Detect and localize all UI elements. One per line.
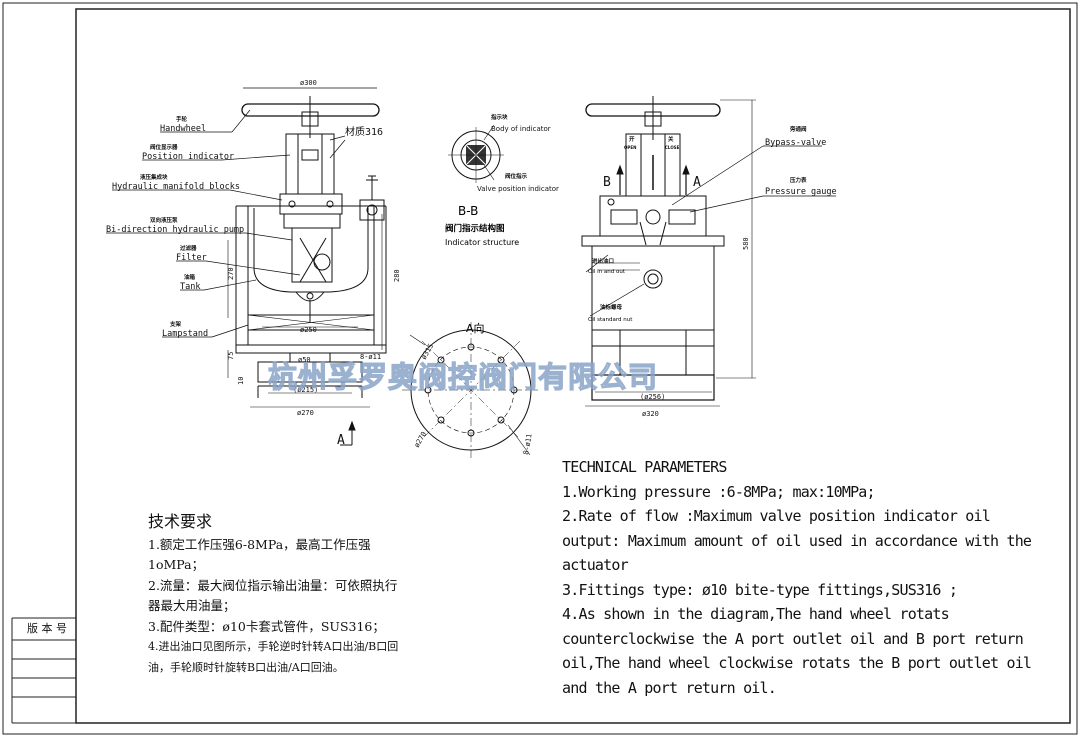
close-en-right: CLOSE (665, 145, 680, 150)
label-oilnut-en: Oil standard nut (588, 317, 633, 323)
en-tech-line: 2.Rate of flow :Maximum valve position i… (562, 507, 991, 525)
label-gauge-en: Pressure gauge (765, 187, 837, 197)
label-position-indicator-cn: 阀位显示器 (150, 143, 178, 151)
port-b-label: B (603, 175, 611, 190)
section-arrow-a: A (337, 433, 345, 448)
en-tech-line: output: Maximum amount of oil used in ac… (562, 531, 1032, 550)
label-lampstand-cn: 支架 (169, 320, 182, 328)
en-tech-line: actuator (562, 556, 629, 574)
en-tech-line: oil,The hand wheel clockwise rotats the … (562, 654, 1032, 672)
label-position-indicator-en: Position indicator (142, 152, 234, 162)
cn-tech-line: 器最大用油量； (148, 598, 236, 613)
label-manifold-en: Hydraulic manifold blocks (112, 182, 240, 192)
dim-stem-diameter: ø50 (298, 356, 311, 364)
material-note: 材质316 (345, 125, 383, 138)
dim-handwheel-diameter: ø300 (300, 79, 317, 87)
section-bb: B-B (458, 204, 478, 218)
technical-requirements-cn: 技术要求 1.额定工作压强6-8MPa，最高工作压强 1oMPa； 2.流量：最… (148, 512, 448, 678)
indicator-valve-en: Valve position indicator (477, 185, 559, 193)
dim-holes: 8-ø11 (360, 353, 381, 361)
label-pump-en: Bi-direction hydraulic pump (106, 225, 244, 235)
dim-right-580: 580 (742, 237, 750, 250)
indicator-valve-cn: 阀位指示 (505, 172, 528, 180)
label-oilport-en: Oil in and out (588, 269, 626, 275)
en-tech-line: 1.Working pressure :6-8MPa; max:10MPa; (562, 482, 876, 501)
a-view-title: A向 (466, 321, 485, 335)
technical-parameters-en: TECHNICAL PARAMETERS 1.Working pressure … (562, 455, 1042, 700)
label-oilport-cn: 进出油口 (592, 257, 614, 265)
dim-height-75: 75 (227, 352, 235, 360)
en-tech-line: 3.Fittings type: ø10 bite-type fittings,… (562, 580, 958, 599)
label-handwheel-en: Handwheel (160, 124, 206, 134)
indicator-title-cn: 阀门指示结构图 (445, 223, 505, 234)
indicator-body-cn: 指示块 (491, 113, 508, 121)
dim-base-diameter: ø270 (297, 409, 314, 417)
right-elevation-view (581, 96, 836, 407)
a-view-holes: 8-ø11 (522, 433, 534, 455)
cn-tech-line: 1oMPa； (148, 557, 205, 572)
dim-height-270: 270 (227, 267, 235, 280)
label-tank-en: Tank (180, 282, 200, 292)
indicator-title-en: Indicator structure (445, 238, 519, 247)
open-cn-left: 开 (629, 135, 635, 143)
close-cn-right: 关 (668, 135, 674, 143)
label-filter-cn: 过滤器 (180, 244, 197, 252)
left-elevation-view (106, 87, 387, 446)
en-tech-line: counterclockwise the A port outlet oil a… (562, 629, 1024, 648)
cn-tech-line: 2.流量：最大阀位指示输出油量：可依照执行 (148, 577, 398, 593)
left-view-labels: ø300 材质316 手轮 Handwheel 阀位显示器 Position i… (106, 79, 401, 448)
dim-height-10: 10 (237, 377, 245, 385)
en-tech-line: 4.As shown in the diagram,The hand wheel… (562, 605, 950, 623)
dim-bolt-circle: (ø215) (293, 386, 318, 394)
label-gauge-cn: 压力表 (790, 176, 807, 184)
cn-tech-line: 4.进出油口见图所示，手轮逆时针转A口出油/B口回 (148, 640, 399, 653)
indicator-labels: 指示块 Body of indicator 阀位指示 Valve positio… (445, 113, 559, 247)
label-pump-cn: 双向液压泵 (150, 216, 178, 224)
port-a-label: A (693, 175, 701, 190)
dim-right-256: (ø256) (640, 393, 665, 401)
en-tech-line: and the A port return oil. (562, 678, 777, 697)
label-filter-en: Filter (176, 253, 207, 263)
label-bypass-cn: 旁通阀 (789, 125, 807, 133)
revision-label: 版 本 号 (27, 622, 67, 635)
label-tank-cn: 油箱 (184, 273, 196, 281)
indicator-section-view (448, 124, 504, 183)
dim-right-320: ø320 (642, 410, 659, 418)
a-view-outer-dia: ø315 (420, 342, 435, 361)
indicator-body-en: Body of indicator (491, 125, 551, 133)
open-en-left: OPEN (624, 145, 636, 150)
cn-tech-line: 1.额定工作压强6-8MPa，最高工作压强 (148, 536, 371, 552)
cn-tech-line: 3.配件类型：ø10卡套式管件，SUS316； (148, 618, 385, 634)
company-watermark: 杭州孚罗奥阀控阀门有限公司 (268, 360, 658, 394)
right-view-labels: 开 OPEN 关 CLOSE B A 旁通阀 Bypass-valve 压力表 … (588, 125, 837, 418)
revision-table (11, 617, 76, 724)
label-bypass-en: Bypass-valve (765, 138, 826, 148)
inner-border (75, 8, 1071, 724)
label-lampstand-en: Lampstand (162, 329, 208, 339)
label-oilnut-cn: 油标螺母 (600, 303, 623, 311)
dim-tank-diameter: ø250 (300, 326, 317, 334)
a-view-inner-dia: ø270 (413, 430, 428, 449)
a-view-labels: A向 ø315 ø270 8-ø11 (413, 321, 534, 455)
a-direction-view (402, 322, 540, 458)
dim-height-280: 280 (393, 269, 401, 282)
en-tech-title: TECHNICAL PARAMETERS (562, 458, 727, 476)
cn-tech-line: 油，手轮顺时针旋转B口出油/A口回油。 (148, 660, 344, 674)
label-handwheel-cn: 手轮 (176, 115, 188, 123)
label-manifold-cn: 液压集成块 (140, 173, 168, 181)
cn-tech-title: 技术要求 (148, 512, 213, 531)
